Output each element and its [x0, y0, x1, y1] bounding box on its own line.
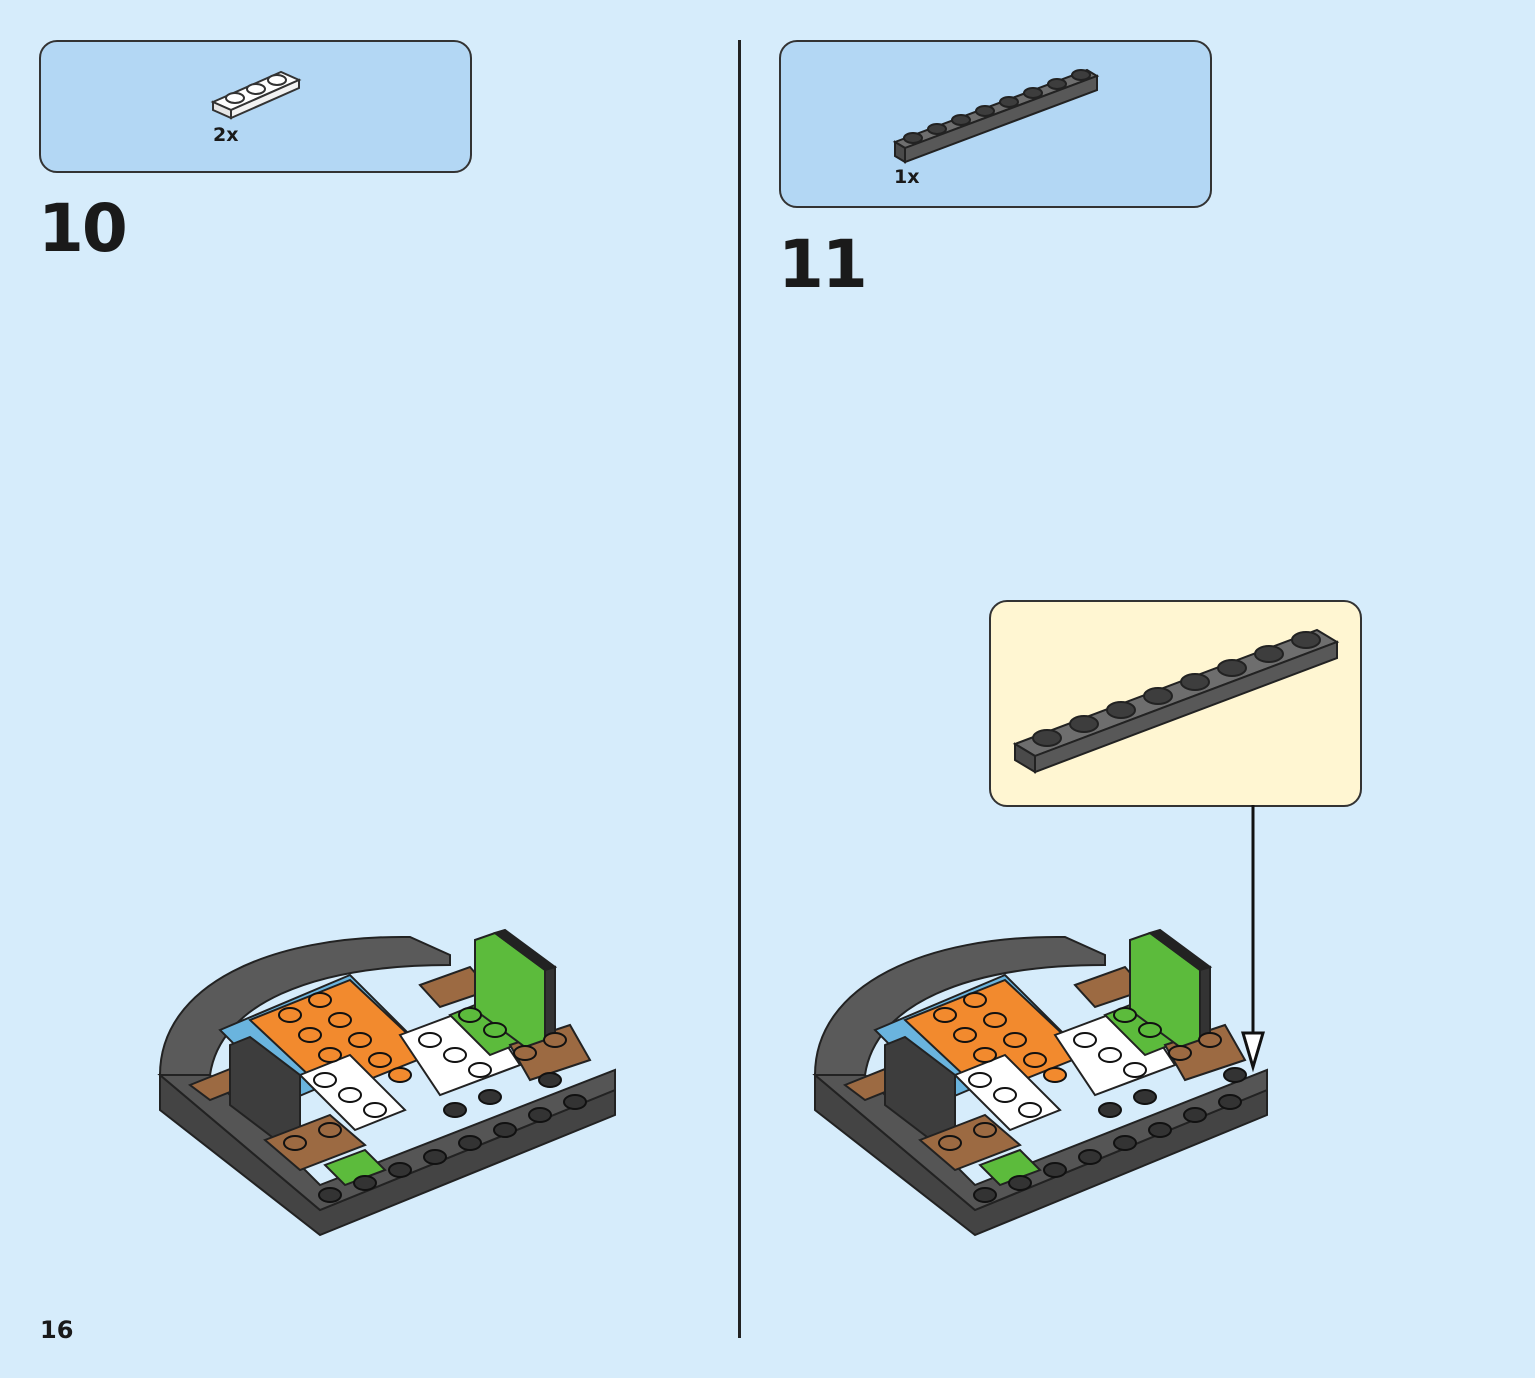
page-divider — [738, 40, 741, 1338]
step-11-parts-box: 1x — [779, 40, 1212, 208]
step-number: 10 — [38, 190, 128, 267]
step-10-model-illustration — [157, 928, 616, 1237]
step-11-callout — [989, 600, 1362, 807]
gray-plate-1x8-icon — [892, 68, 1100, 164]
step-11-model-illustration — [812, 928, 1268, 1237]
placement-arrow-icon — [1240, 805, 1266, 1073]
part-quantity: 2x — [213, 124, 239, 146]
page-number: 16 — [40, 1316, 74, 1344]
step-number: 11 — [778, 226, 868, 303]
white-plate-1x3-icon — [210, 70, 302, 120]
gray-plate-1x8-callout-icon — [1012, 628, 1340, 774]
step-10-parts-box: 2x — [39, 40, 472, 173]
part-quantity: 1x — [894, 166, 920, 188]
